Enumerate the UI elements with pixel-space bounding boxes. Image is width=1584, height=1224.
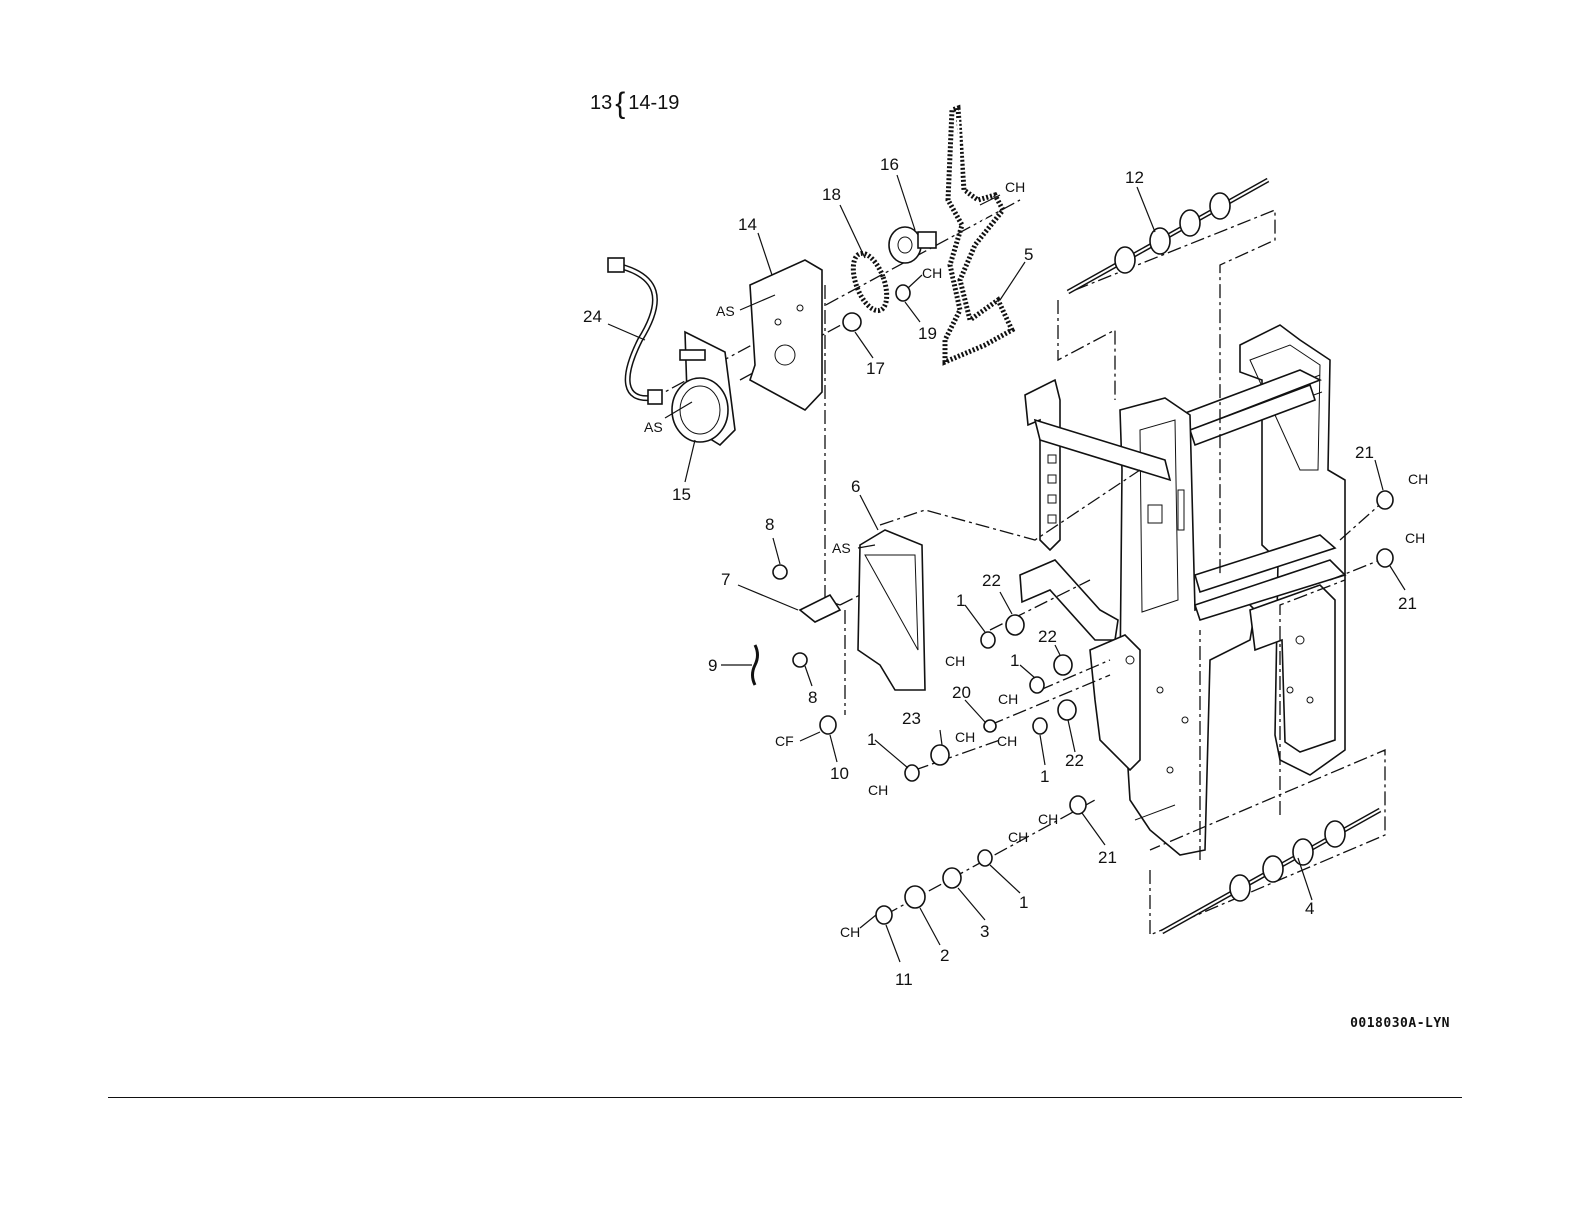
callout-1-b: 1 (1010, 651, 1019, 670)
callout-1-a: 1 (956, 591, 965, 610)
code-as-6: AS (832, 540, 851, 556)
code-ch-1e: CH (1008, 829, 1028, 845)
callout-15: 15 (672, 485, 691, 504)
callout-8-bottom: 8 (808, 688, 817, 707)
code-ch-belt: CH (1005, 179, 1025, 195)
drive-belt-5 (945, 108, 1012, 362)
callout-21-mid: 21 (1398, 594, 1417, 613)
code-ch-11: CH (840, 924, 860, 940)
callout-12: 12 (1125, 168, 1144, 187)
code-ch-1c: CH (997, 733, 1017, 749)
code-cf-10: CF (775, 733, 794, 749)
callout-1-d: 1 (867, 730, 876, 749)
code-ch-1d: CH (868, 782, 888, 798)
callout-20: 20 (952, 683, 971, 702)
callout-1-e: 1 (1019, 893, 1028, 912)
callout-24: 24 (583, 307, 602, 326)
callout-9: 9 (708, 656, 717, 675)
callout-21-top: 21 (1355, 443, 1374, 462)
callout-22-c: 22 (1065, 751, 1084, 770)
code-ch-20: CH (955, 729, 975, 745)
code-ch-21-top: CH (1408, 471, 1428, 487)
code-ch-21-mid: CH (1405, 530, 1425, 546)
code-ch-1a: CH (945, 653, 965, 669)
tension-bracket-group (753, 530, 926, 734)
callout-17: 17 (866, 359, 885, 378)
motor-assembly (608, 227, 936, 445)
callout-16: 16 (880, 155, 899, 174)
callout-2: 2 (940, 946, 949, 965)
callout-18: 18 (822, 185, 841, 204)
code-as-14: AS (716, 303, 735, 319)
shaft-12 (1068, 180, 1268, 292)
callout-14: 14 (738, 215, 757, 234)
code-ch-21-bottom: CH (1038, 811, 1058, 827)
callout-7: 7 (721, 570, 730, 589)
callout-11: 11 (895, 970, 913, 989)
callout-21-bottom: 21 (1098, 848, 1117, 867)
callout-22-b: 22 (1038, 627, 1057, 646)
code-ch-1b: CH (998, 691, 1018, 707)
callout-6: 6 (851, 477, 860, 496)
callout-1-c: 1 (1040, 767, 1049, 786)
callout-8-top: 8 (765, 515, 774, 534)
callout-23: 23 (902, 709, 921, 728)
figure-id: 0018030A-LYN (1350, 1016, 1450, 1031)
callout-10: 10 (830, 764, 849, 783)
page-divider (108, 1097, 1462, 1098)
callout-4: 4 (1305, 899, 1314, 918)
callout-5: 5 (1024, 245, 1033, 264)
callout-22-a: 22 (982, 571, 1001, 590)
code-as-15: AS (644, 419, 663, 435)
callout-3: 3 (980, 922, 989, 941)
callout-19: 19 (918, 324, 937, 343)
code-ch-19: CH (922, 265, 942, 281)
